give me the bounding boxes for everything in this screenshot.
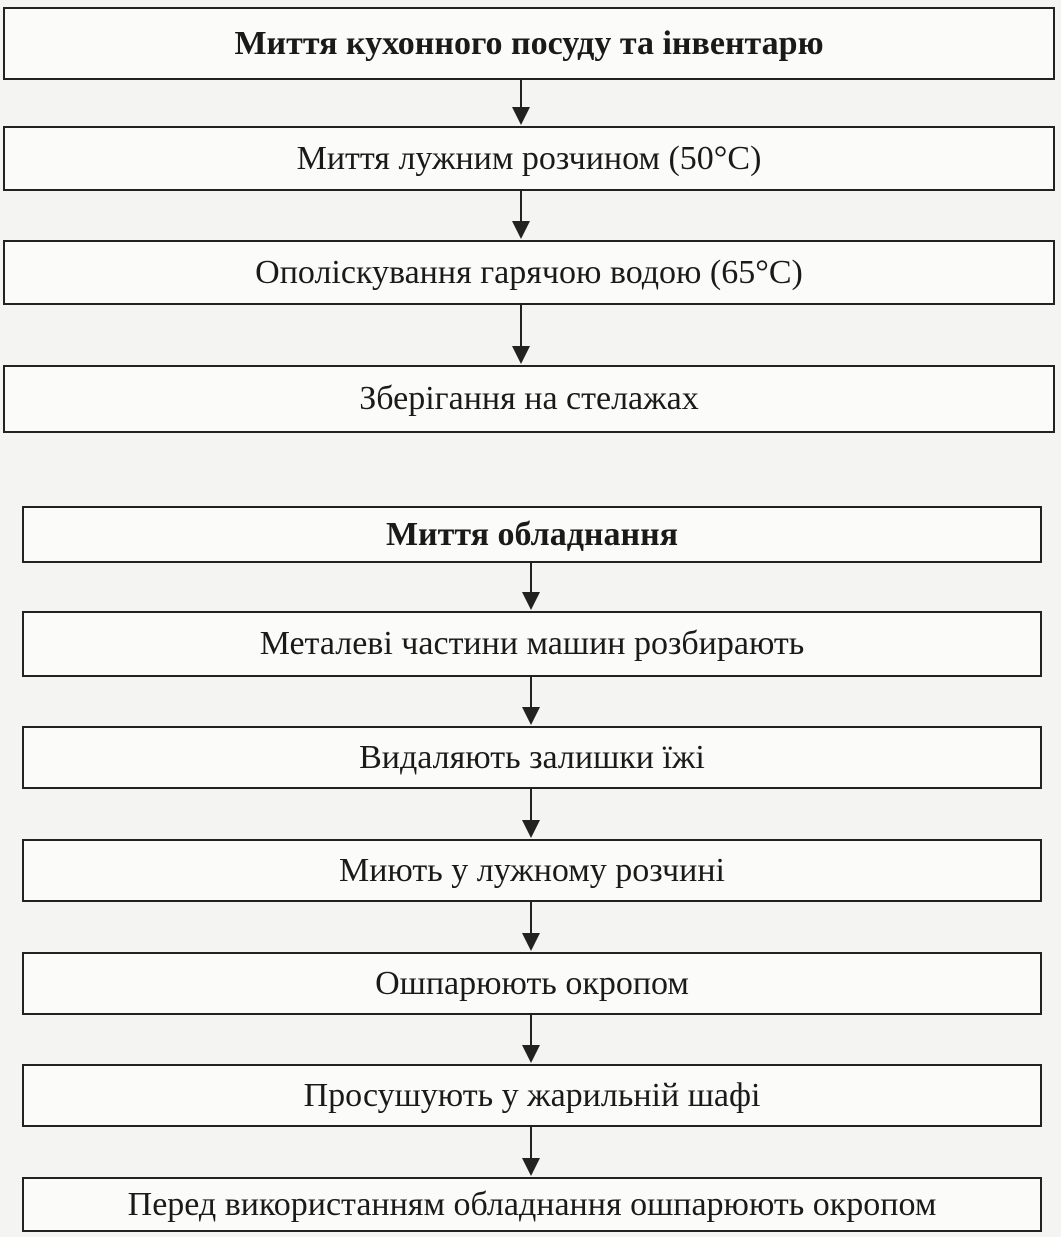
flow1-step-box: Зберігання на стелажах bbox=[3, 365, 1055, 433]
flow2-title-box: Миття обладнання bbox=[22, 506, 1042, 563]
flow1-title-box: Миття кухонного посуду та інвентарю bbox=[3, 7, 1055, 80]
arrow-down-icon bbox=[512, 191, 530, 239]
arrow-down-icon bbox=[522, 1015, 540, 1063]
flow2-step-box: Металеві частини машин розбирають bbox=[22, 611, 1042, 677]
flow2-step-box: Перед використанням обладнання ошпарюють… bbox=[22, 1177, 1042, 1232]
flow2-step-box: Просушують у жарильній шафі bbox=[22, 1064, 1042, 1127]
flow2-step-box: Ошпарюють окропом bbox=[22, 952, 1042, 1015]
arrow-down-icon bbox=[512, 80, 530, 125]
flow2-step-box: Видаляють залишки їжі bbox=[22, 726, 1042, 789]
flow1-step-box: Ополіскування гарячою водою (65°С) bbox=[3, 240, 1055, 305]
flow1-step-box: Миття лужним розчином (50°С) bbox=[3, 126, 1055, 191]
arrow-down-icon bbox=[522, 563, 540, 610]
arrow-down-icon bbox=[522, 1127, 540, 1176]
arrow-down-icon bbox=[522, 902, 540, 951]
arrow-down-icon bbox=[522, 789, 540, 838]
arrow-down-icon bbox=[522, 677, 540, 725]
flow2-step-box: Миють у лужному розчині bbox=[22, 839, 1042, 902]
arrow-down-icon bbox=[512, 305, 530, 364]
